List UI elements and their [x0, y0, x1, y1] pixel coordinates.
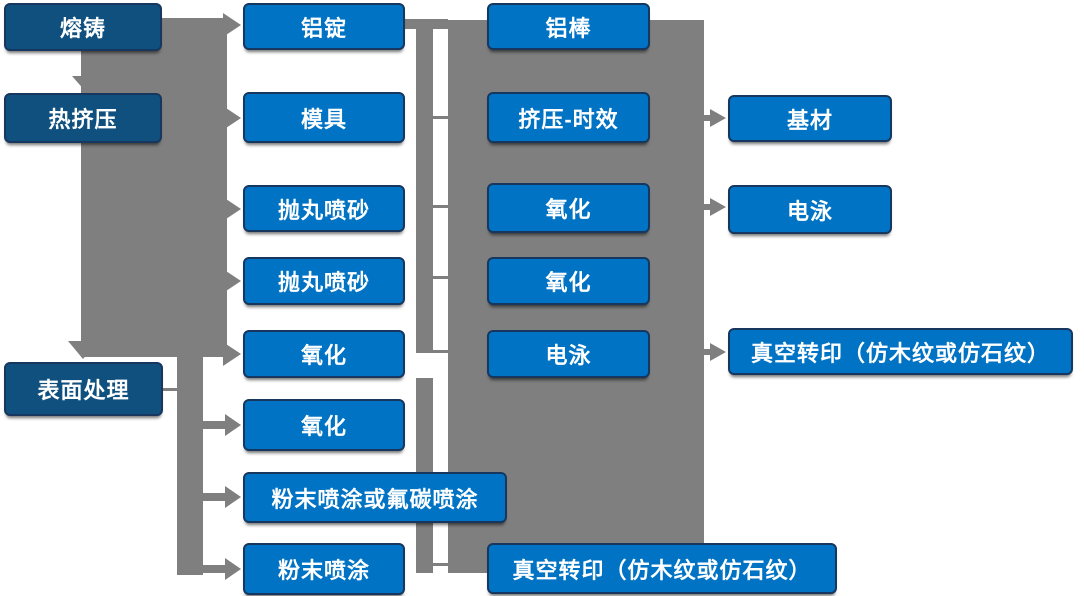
node-hot-extrusion: 热挤压	[4, 93, 162, 143]
connector-ingot-to-bar-shaft	[403, 19, 448, 29]
arrow-to-oxidation-1-right-icon	[223, 342, 241, 366]
arrow-to-shot-blasting-1-right-icon	[223, 197, 241, 221]
arrow-to-oxidation-2-right-icon	[225, 414, 241, 436]
connector-arrow-shaft-base-material	[704, 115, 712, 121]
connector-bar-block-link-4	[433, 350, 448, 353]
node-shot-blasting-1: 抛丸喷砂	[243, 185, 405, 232]
node-electrophoresis-1: 电泳	[487, 330, 650, 378]
node-vacuum-transfer-2: 真空转印（仿木纹或仿石纹）	[728, 328, 1073, 375]
node-oxidation-1: 氧化	[243, 330, 405, 378]
connector-bar-block-link-1	[433, 116, 448, 119]
connector-surface-treatment-link	[163, 388, 177, 391]
node-electrophoresis-2: 电泳	[728, 185, 892, 234]
arrow-to-vacuum-transfer-right-icon	[710, 343, 726, 361]
connector-mid-bar-upper	[416, 20, 433, 353]
node-powder-coating: 粉末喷涂	[243, 543, 405, 595]
connector-bar-block-link-5	[433, 563, 448, 566]
node-base-material: 基材	[728, 95, 892, 142]
node-mold: 模具	[243, 92, 405, 143]
arrow-to-powder-coating-right-icon	[225, 558, 241, 580]
node-oxidation-4: 氧化	[487, 257, 650, 305]
arrow-to-electrophoresis-right-icon	[710, 198, 726, 216]
node-vacuum-transfer-1: 真空转印（仿木纹或仿石纹）	[487, 543, 837, 594]
node-melt-casting: 熔铸	[4, 3, 162, 51]
connector-arrow-shaft-powder	[203, 565, 227, 573]
node-extrusion-aging: 挤压-时效	[487, 92, 650, 143]
connector-left-band-wide	[81, 18, 227, 357]
arrow-to-powder-fluoro-right-icon	[225, 486, 241, 508]
connector-arrow-shaft-powder-fluoro	[203, 493, 227, 501]
node-oxidation-2: 氧化	[243, 399, 405, 451]
connector-arrow-shaft-vacuum	[704, 349, 712, 355]
arrow-to-surface-treatment-down-icon	[68, 341, 98, 359]
arrow-to-mold-right-icon	[223, 106, 241, 130]
connector-bar-block-link-2	[433, 205, 448, 208]
connector-bar-block-link-3	[433, 276, 448, 279]
arrow-to-hot-extrusion-down-icon	[72, 76, 100, 92]
node-aluminum-rod: 铝棒	[487, 3, 650, 50]
connector-arrow-shaft-electrophoresis	[704, 204, 712, 210]
arrow-to-base-material-right-icon	[710, 109, 726, 127]
connector-arrow-shaft-oxidation-2	[203, 421, 227, 429]
node-powder-fluorocarbon: 粉末喷涂或氟碳喷涂	[243, 472, 507, 523]
connector-left-band-narrow	[177, 357, 203, 575]
arrow-to-shot-blasting-2-right-icon	[223, 269, 241, 293]
arrow-to-aluminum-ingot-right-icon	[223, 13, 241, 37]
node-aluminum-ingot: 铝锭	[243, 3, 405, 50]
node-surface-treatment: 表面处理	[4, 362, 163, 416]
node-shot-blasting-2: 抛丸喷砂	[243, 257, 405, 305]
node-oxidation-3: 氧化	[487, 183, 650, 233]
